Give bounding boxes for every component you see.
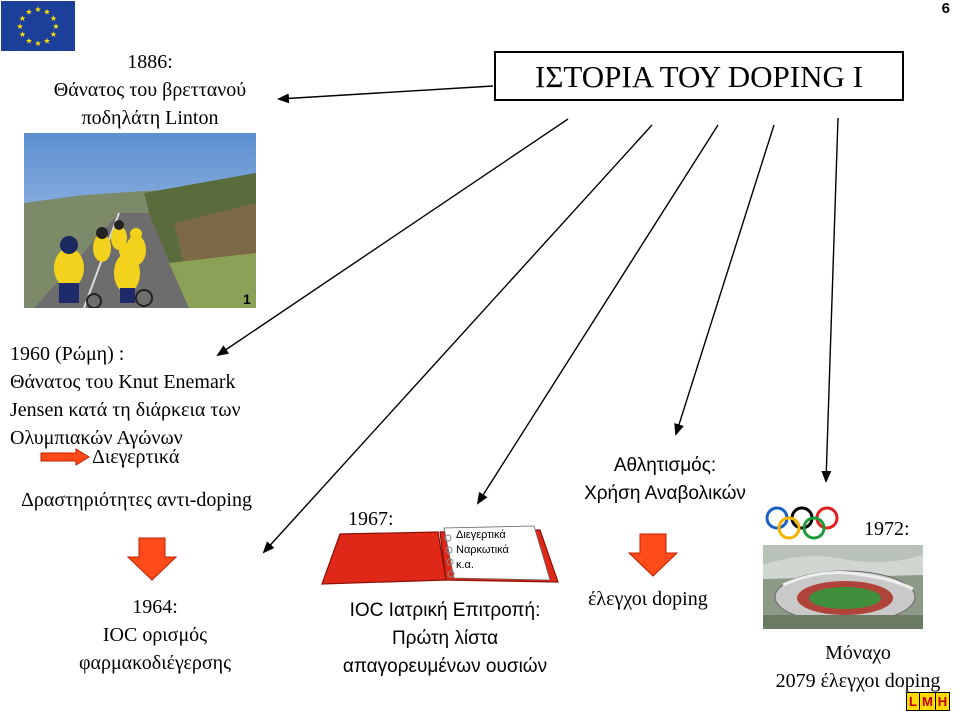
svg-text:★: ★ xyxy=(43,37,50,46)
down-arrow-icon xyxy=(628,533,678,577)
event-1886-line: ποδηλάτη Linton xyxy=(81,107,219,129)
anti-doping-label: Δραστηριότητες αντι-doping xyxy=(21,489,252,511)
svg-text:★: ★ xyxy=(34,39,41,48)
svg-text:★: ★ xyxy=(50,30,57,39)
arrow-to-1967 xyxy=(476,124,719,505)
event-1960-line: Ολυμπιακών Αγώνων xyxy=(10,427,183,449)
lmh-logo: L M H xyxy=(906,692,951,711)
book-list-item: κ.α. xyxy=(456,559,474,571)
arrow-to-anabolics xyxy=(674,124,775,436)
arrow-to-1964 xyxy=(262,124,653,554)
munich-line: Μόναχο xyxy=(825,642,891,664)
svg-text:★: ★ xyxy=(50,14,57,23)
photo-label: 1 xyxy=(243,291,251,307)
svg-text:★: ★ xyxy=(52,22,59,31)
svg-text:★: ★ xyxy=(25,37,32,46)
year-1972: 1972: xyxy=(864,518,910,540)
anabolics-block: Αθλητισμός: Χρήση Αναβολικών xyxy=(545,452,785,508)
event-1886-line: 1886: xyxy=(127,51,173,73)
ioc-commission-line: απαγορευμένων ουσιών xyxy=(342,656,548,677)
doping-controls-label: έλεγχοι doping xyxy=(588,588,708,610)
event-1964: 1964: IOC ορισμός φαρμακοδιέγερσης xyxy=(40,593,270,677)
event-1960-line: Θάνατος του Knut Enemark xyxy=(10,371,236,393)
event-1960-line: Jensen κατά τη διάρκεια των xyxy=(10,399,241,421)
svg-text:★: ★ xyxy=(25,8,32,17)
ioc-commission: IOC Ιατρική Επιτροπή: Πρώτη λίστα απαγορ… xyxy=(320,597,570,681)
book-list-item: Διεγερτικά xyxy=(456,529,506,541)
book-list: Διεγερτικά Ναρκωτικά κ.α. xyxy=(456,528,509,573)
munich-block: Μόναχο 2079 έλεγχοι doping xyxy=(760,639,956,695)
event-1886: 1886: Θάνατος του βρεττανού ποδηλάτη Lin… xyxy=(30,48,270,132)
event-1964-line: 1964: xyxy=(132,596,178,618)
book-icon xyxy=(321,525,559,585)
munich-line: 2079 έλεγχοι doping xyxy=(775,670,941,692)
event-1964-line: φαρμακοδιέγερσης xyxy=(78,652,232,674)
cyclists-photo xyxy=(24,133,256,308)
ioc-commission-line: Πρώτη λίστα xyxy=(391,628,499,649)
arrow-to-1960 xyxy=(216,118,569,357)
event-1964-line: IOC ορισμός xyxy=(102,624,208,646)
down-arrow-icon xyxy=(127,537,177,581)
lmh-letter: L xyxy=(907,693,920,710)
event-1960: 1960 (Ρώμη) : Θάνατος του Knut Enemark J… xyxy=(10,340,310,452)
lmh-letter: H xyxy=(937,694,948,709)
olympic-rings-icon xyxy=(765,506,839,540)
svg-text:★: ★ xyxy=(34,5,41,14)
svg-text:★: ★ xyxy=(19,30,26,39)
book-list-item: Ναρκωτικά xyxy=(456,544,509,556)
munich-stadium-photo xyxy=(763,545,923,629)
event-1960-line: 1960 (Ρώμη) : xyxy=(10,343,125,365)
right-arrow-icon xyxy=(40,448,90,466)
lmh-letter: M xyxy=(920,693,936,710)
eu-flag-icon: ★★★ ★★★ ★★★ ★★★ xyxy=(1,1,75,51)
stimulants-label: Διεγερτικά xyxy=(92,446,180,468)
ioc-commission-line: IOC Ιατρική Επιτροπή: xyxy=(349,600,541,621)
svg-text:★: ★ xyxy=(16,22,23,31)
event-1886-line: Θάνατος του βρεττανού xyxy=(53,79,247,101)
anabolics-line: Χρήση Αναβολικών xyxy=(584,483,746,504)
arrow-to-1886 xyxy=(277,85,494,104)
page-title: ΙΣΤΟΡΙΑ ΤΟΥ DOPING I xyxy=(494,51,904,101)
svg-text:★: ★ xyxy=(19,14,26,23)
svg-text:★: ★ xyxy=(43,8,50,17)
page-number: 6 xyxy=(941,0,950,17)
year-1967: 1967: xyxy=(348,508,394,530)
arrow-to-1972 xyxy=(821,117,839,483)
anabolics-line: Αθλητισμός: xyxy=(613,455,717,476)
